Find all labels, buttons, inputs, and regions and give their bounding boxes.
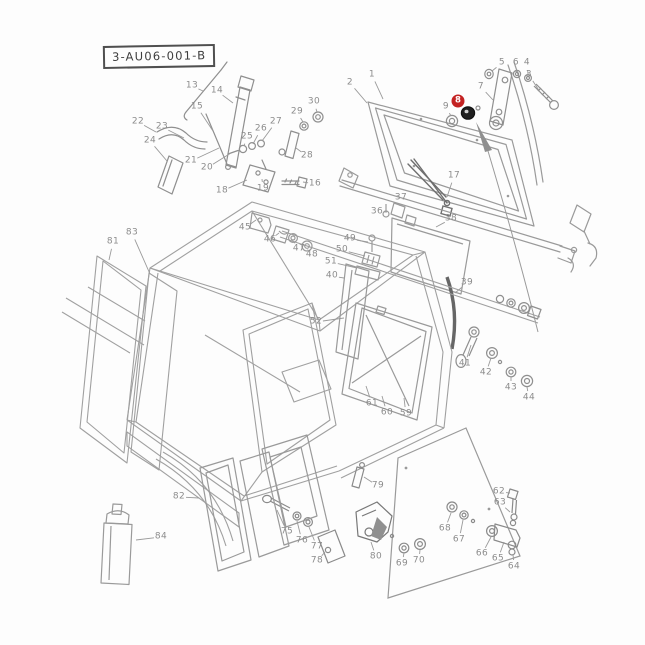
part-label-43[interactable]: 43 xyxy=(504,382,518,393)
part-label-81[interactable]: 81 xyxy=(106,236,120,247)
strut-linkage-art xyxy=(156,61,324,195)
part-label-36[interactable]: 36 xyxy=(370,206,384,217)
part-label-39[interactable]: 39 xyxy=(460,277,474,288)
wiper-art xyxy=(407,158,453,217)
part-label-24[interactable]: 24 xyxy=(143,135,157,146)
hinge-hardware-art xyxy=(445,68,559,152)
part-label-52[interactable]: 52 xyxy=(309,316,323,327)
part-label-65[interactable]: 65 xyxy=(491,553,505,564)
part-label-61[interactable]: 61 xyxy=(365,398,379,409)
part-label-59[interactable]: 59 xyxy=(399,408,413,419)
part-label-68[interactable]: 68 xyxy=(438,523,452,534)
part-label-80[interactable]: 80 xyxy=(369,551,383,562)
part-label-29[interactable]: 29 xyxy=(290,106,304,117)
part-label-70[interactable]: 70 xyxy=(412,555,426,566)
part-label-23[interactable]: 23 xyxy=(155,121,169,132)
window-rail-art xyxy=(338,61,598,273)
door-glass-art xyxy=(387,427,521,599)
part-label-30[interactable]: 30 xyxy=(307,96,321,107)
part-label-67[interactable]: 67 xyxy=(452,534,466,545)
part-label-19[interactable]: 19 xyxy=(256,183,270,194)
part-label-16[interactable]: 16 xyxy=(308,178,322,189)
part-label-5[interactable]: 5 xyxy=(498,57,506,68)
part-label-51[interactable]: 51 xyxy=(324,256,338,267)
part-label-14[interactable]: 14 xyxy=(210,85,224,96)
rear-window-art xyxy=(367,101,535,227)
part-label-49[interactable]: 49 xyxy=(343,233,357,244)
part-label-8[interactable]: 8 xyxy=(451,94,465,108)
part-label-79[interactable]: 79 xyxy=(371,480,385,491)
part-label-38[interactable]: 38 xyxy=(444,213,458,224)
part-label-42[interactable]: 42 xyxy=(479,367,493,378)
part-label-27[interactable]: 27 xyxy=(269,116,283,127)
part-label-21[interactable]: 21 xyxy=(184,155,198,166)
part-label-62[interactable]: 62 xyxy=(492,486,506,497)
part-label-18[interactable]: 18 xyxy=(215,185,229,196)
part-label-83[interactable]: 83 xyxy=(125,227,139,238)
door-panel-art xyxy=(100,434,330,586)
part-label-3[interactable]: 3 xyxy=(525,69,533,80)
part-label-46[interactable]: 46 xyxy=(263,234,277,245)
door-hardware-art xyxy=(262,462,521,564)
part-label-50[interactable]: 50 xyxy=(335,244,349,255)
part-label-9[interactable]: 9 xyxy=(442,101,450,112)
side-window-art xyxy=(249,212,433,421)
part-label-15[interactable]: 15 xyxy=(190,101,204,112)
part-label-26[interactable]: 26 xyxy=(254,123,268,134)
part-label-77[interactable]: 77 xyxy=(310,541,324,552)
part-label-20[interactable]: 20 xyxy=(200,162,214,173)
part-label-60[interactable]: 60 xyxy=(380,407,394,418)
part-label-22[interactable]: 22 xyxy=(131,116,145,127)
part-label-17[interactable]: 17 xyxy=(447,170,461,181)
part-label-45[interactable]: 45 xyxy=(238,222,252,233)
part-label-40[interactable]: 40 xyxy=(325,270,339,281)
part-label-41[interactable]: 41 xyxy=(458,358,472,369)
part-label-63[interactable]: 63 xyxy=(493,497,507,508)
part-label-48[interactable]: 48 xyxy=(305,249,319,260)
part-label-69[interactable]: 69 xyxy=(395,558,409,569)
part-label-82[interactable]: 82 xyxy=(172,491,186,502)
part-label-6[interactable]: 6 xyxy=(512,57,520,68)
part-label-75[interactable]: 75 xyxy=(280,526,294,537)
lower-panel-art xyxy=(382,150,539,350)
part-label-84[interactable]: 84 xyxy=(154,531,168,542)
part-label-47[interactable]: 47 xyxy=(292,243,306,254)
part-label-78[interactable]: 78 xyxy=(310,555,324,566)
part-label-37[interactable]: 37 xyxy=(394,192,408,203)
part-label-1[interactable]: 1 xyxy=(368,69,376,80)
part-label-44[interactable]: 44 xyxy=(522,392,536,403)
part-label-64[interactable]: 64 xyxy=(507,561,521,572)
part-label-2[interactable]: 2 xyxy=(346,77,354,88)
crank-handle-art xyxy=(455,294,542,388)
part-label-25[interactable]: 25 xyxy=(240,131,254,142)
part-label-7[interactable]: 7 xyxy=(477,81,485,92)
part-label-4[interactable]: 4 xyxy=(523,57,531,68)
part-label-66[interactable]: 66 xyxy=(475,548,489,559)
part-label-76[interactable]: 76 xyxy=(295,535,309,546)
part-label-13[interactable]: 13 xyxy=(185,80,199,91)
part-label-28[interactable]: 28 xyxy=(300,150,314,161)
